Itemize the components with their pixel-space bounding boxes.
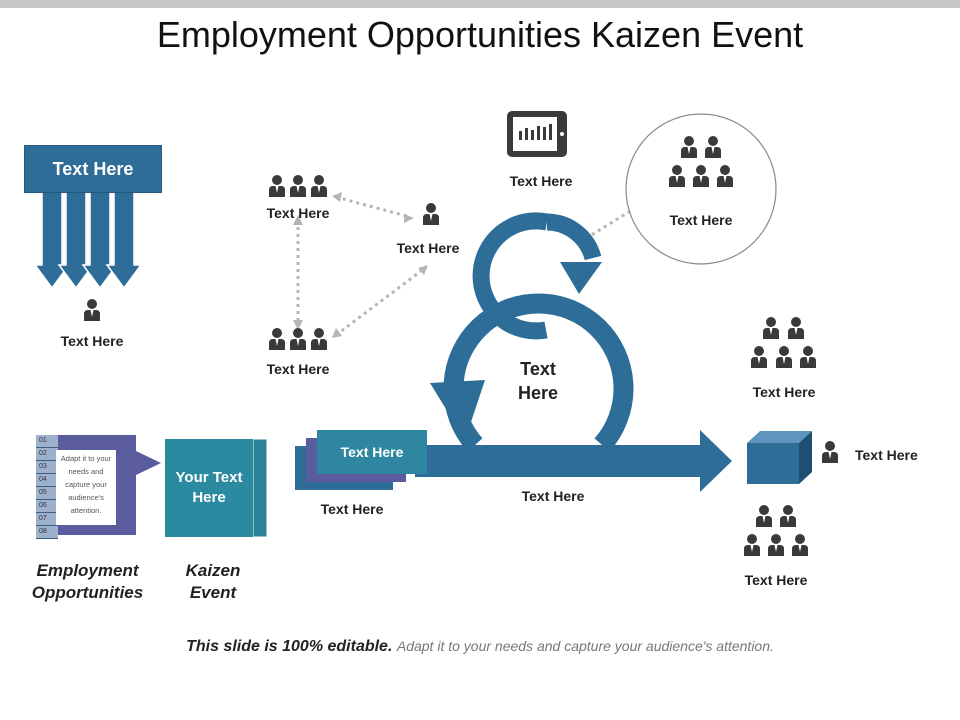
- people-group-top: [269, 175, 327, 197]
- label-arrow-below: Text Here: [521, 488, 585, 504]
- top-accent-bar: [0, 0, 960, 8]
- label-cube-person: Text Here: [855, 447, 918, 463]
- stack-card-front: Text Here: [317, 430, 427, 474]
- people-group-bottom: [269, 328, 327, 350]
- kaizen-box: Your Text Here: [165, 439, 253, 537]
- caption-kaizen: Kaizen Event: [185, 561, 241, 602]
- tablet-icon: [507, 111, 567, 157]
- label-group-top: Text Here: [266, 205, 330, 221]
- slide-title: Employment Opportunities Kaizen Event: [156, 14, 804, 55]
- banner-arrows: [33, 189, 143, 290]
- label-below-banner: Text Here: [60, 333, 124, 349]
- label-stack-below: Text Here: [320, 501, 384, 517]
- footer: This slide is 100% editable. Adapt it to…: [0, 638, 960, 656]
- people-group-right-bottom: [744, 505, 808, 556]
- notepad-text: Adapt it to your needs and capture your …: [56, 450, 116, 525]
- label-single-mid: Text Here: [396, 240, 460, 256]
- people-group-right-top: [751, 317, 816, 368]
- banner-box: Text Here: [24, 145, 162, 193]
- label-right-group-bottom: Text Here: [744, 572, 808, 588]
- footer-bold: This slide is 100% editable.: [186, 638, 393, 655]
- network-connectors: [296, 195, 633, 337]
- person-icon: [84, 299, 100, 321]
- notepad-pointer: [136, 451, 161, 475]
- person-icon: [423, 203, 439, 225]
- cube-box: [747, 431, 812, 484]
- kaizen-box-side: [252, 438, 268, 538]
- label-right-group-top: Text Here: [752, 384, 816, 400]
- main-arrow: [415, 430, 732, 492]
- loop-arrows: [430, 212, 634, 461]
- label-tablet: Text Here: [509, 173, 573, 189]
- footer-normal: Adapt it to your needs and capture your …: [396, 638, 774, 654]
- label-circle: Text Here: [669, 212, 733, 228]
- connector-arrowheads: [293, 192, 428, 338]
- team-circle: [625, 113, 777, 265]
- caption-employment: Employment Opportunities: [31, 561, 144, 602]
- label-group-bottom: Text Here: [266, 361, 330, 377]
- person-icon: [822, 441, 838, 463]
- label-loop-center: Text Here: [517, 359, 559, 403]
